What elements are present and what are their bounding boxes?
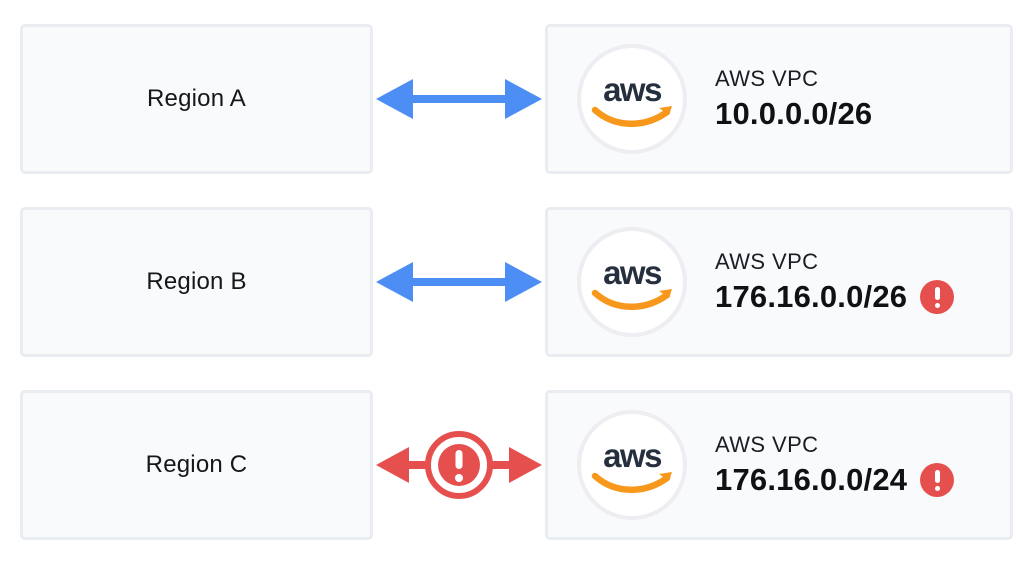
error-arrow-icon xyxy=(376,431,542,499)
aws-logo: aws xyxy=(577,44,687,154)
aws-wordmark: aws xyxy=(603,437,662,474)
bidirectional-arrow-icon xyxy=(376,79,542,119)
vpc-label: AWS VPC xyxy=(715,249,819,274)
vpc-label: AWS VPC xyxy=(715,432,819,457)
aws-logo: aws xyxy=(577,410,687,520)
region-label: Region A xyxy=(146,85,246,112)
aws-smile-icon xyxy=(591,472,672,493)
connection-c xyxy=(373,390,545,540)
peering-row-b: Region B aws AWS VPC 176.16.0.0/26 xyxy=(20,207,1032,357)
vpc-info: AWS VPC 10.0.0.0/26 xyxy=(715,66,872,132)
vpc-cidr-line: 10.0.0.0/26 xyxy=(715,96,872,132)
vpc-box-c: aws AWS VPC 176.16.0.0/24 xyxy=(545,390,1013,540)
connection-b xyxy=(373,207,545,357)
aws-smile-icon xyxy=(591,289,672,310)
vpc-box-b: aws AWS VPC 176.16.0.0/26 xyxy=(545,207,1013,357)
region-label: Region C xyxy=(145,451,248,478)
region-label: Region B xyxy=(146,268,247,295)
vpc-cidr-line: 176.16.0.0/24 xyxy=(715,462,955,498)
vpc-cidr-line: 176.16.0.0/26 xyxy=(715,279,955,315)
peering-row-a: Region A aws AWS VPC 10.0.0.0/26 xyxy=(20,24,1032,174)
vpc-box-a: aws AWS VPC 10.0.0.0/26 xyxy=(545,24,1013,174)
vpc-cidr: 176.16.0.0/26 xyxy=(715,279,908,314)
vpc-info: AWS VPC 176.16.0.0/24 xyxy=(715,432,955,498)
peering-row-c: Region C aws AWS VPC xyxy=(20,390,1032,540)
vpc-cidr: 10.0.0.0/26 xyxy=(715,96,873,131)
connection-a xyxy=(373,24,545,174)
bidirectional-arrow-icon xyxy=(376,262,542,302)
vpc-cidr: 176.16.0.0/24 xyxy=(715,462,908,497)
vpc-info: AWS VPC 176.16.0.0/26 xyxy=(715,249,955,315)
aws-wordmark: aws xyxy=(603,254,662,291)
aws-smile-icon xyxy=(591,106,672,127)
warning-icon xyxy=(920,280,955,314)
vpc-label: AWS VPC xyxy=(715,66,819,91)
warning-icon xyxy=(920,463,955,497)
region-box-c: Region C xyxy=(20,390,373,540)
aws-logo: aws xyxy=(577,227,687,337)
aws-wordmark: aws xyxy=(603,71,662,108)
region-box-b: Region B xyxy=(20,207,373,357)
region-box-a: Region A xyxy=(20,24,373,174)
